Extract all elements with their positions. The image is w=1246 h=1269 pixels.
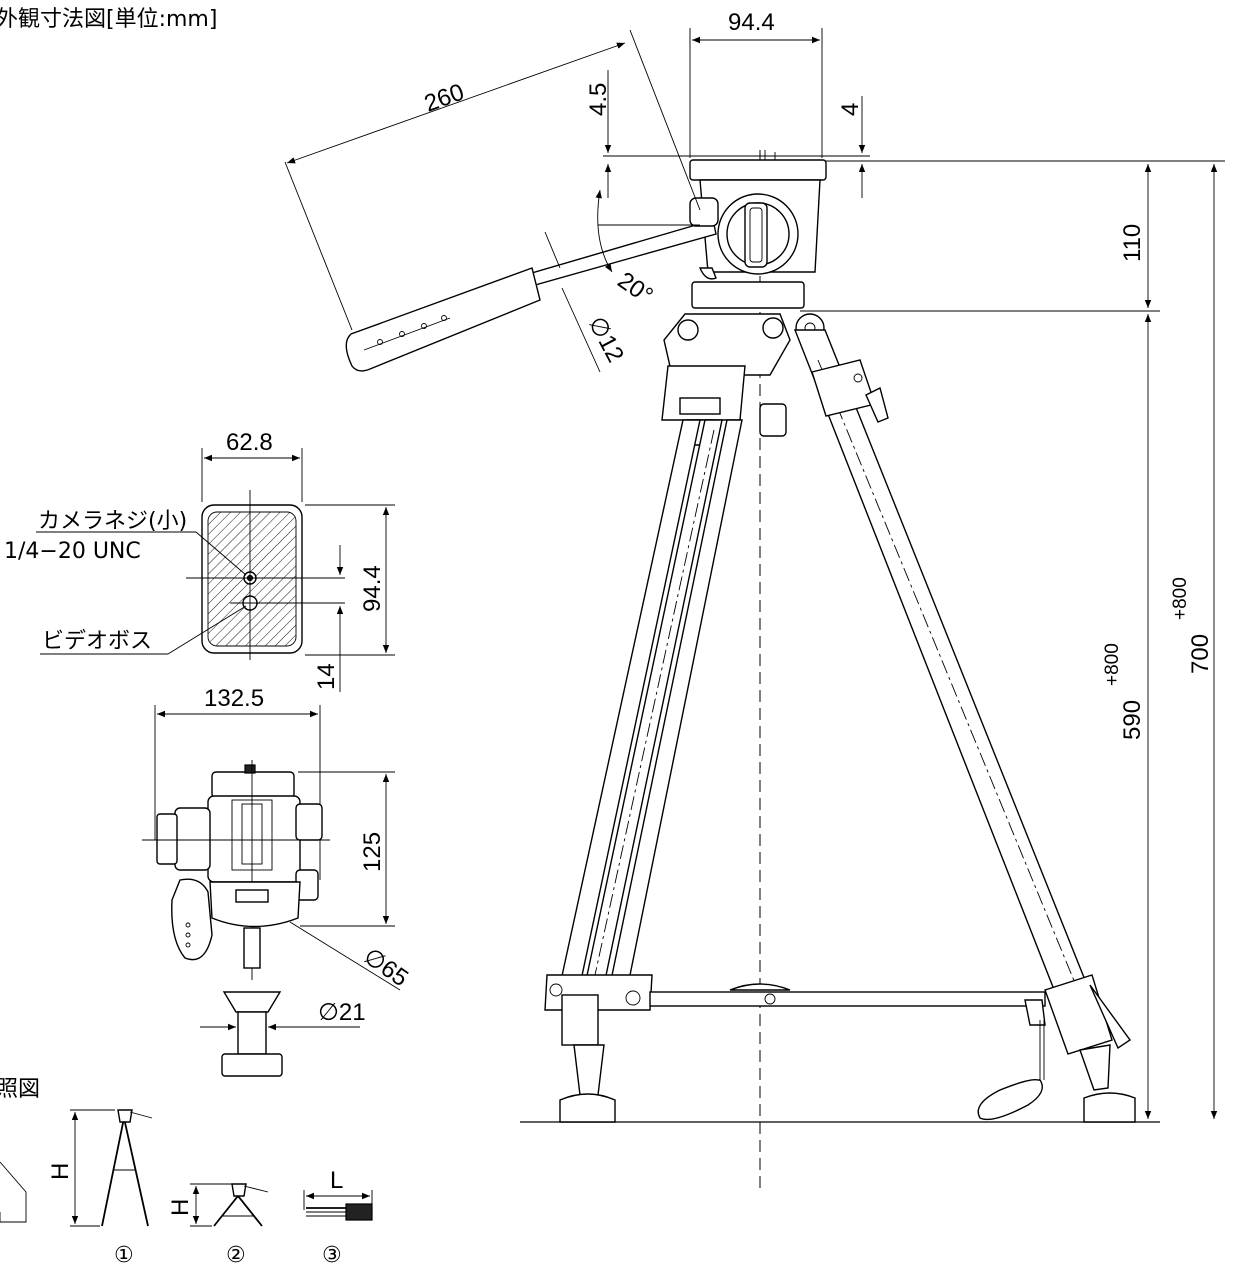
dim-head-width: 94.4	[728, 9, 775, 36]
dim-handle-length: 260	[421, 79, 468, 118]
reference-number-2: ②	[226, 1243, 246, 1268]
tripod-front-view	[345, 150, 1160, 1190]
reference-figure-3: L ③	[303, 1167, 373, 1268]
dim-handle-diameter: ∅12	[583, 312, 629, 367]
dim-screw-offset: 14	[313, 663, 340, 690]
reference-title: 照図	[0, 1077, 40, 1102]
dim-plate-length: 94.4	[359, 565, 386, 612]
quick-release-plate	[689, 159, 827, 181]
reference-h-1: H	[47, 1163, 74, 1180]
dim-height-2-base: 700	[1187, 634, 1214, 674]
plate-top-view: 62.8 94.4 14 カメラネジ(小) 1/4−20 UNC ビデオボス	[4, 429, 395, 692]
panning-handle	[345, 197, 719, 372]
leg-spreader	[649, 983, 1046, 1121]
head-side-view: 132.5 125 ∅65 ∅21	[142, 685, 413, 1077]
reference-l: L	[330, 1167, 343, 1194]
reference-figure-2: H ②	[167, 1183, 269, 1268]
left-foot	[544, 974, 653, 1123]
pan-tilt-head	[691, 179, 821, 309]
reference-number-3: ③	[322, 1243, 342, 1268]
right-leg	[793, 329, 1136, 1123]
reference-h-2: H	[167, 1199, 194, 1216]
dim-head-side-height: 125	[359, 832, 386, 872]
dim-height-2-extension: +800	[1170, 577, 1191, 620]
dim-plate-width: 62.8	[226, 429, 273, 456]
drawing-title: 外観寸法図[単位:mm]	[0, 7, 217, 32]
reference-diagrams: 照図 H ① H ②	[0, 1077, 373, 1268]
main-dimensions: 94.4 4.5 4 260 20° ∅12 110 590 +800	[284, 9, 1225, 1119]
dim-tilt-angle: 20°	[613, 267, 658, 310]
dim-plate-offset: 4.5	[585, 83, 612, 116]
label-camera-screw: カメラネジ(小)	[38, 509, 187, 534]
label-screw-spec: 1/4−20 UNC	[4, 539, 141, 564]
reference-number-1: ①	[114, 1243, 134, 1268]
left-leg	[559, 419, 743, 986]
dim-height-1-base: 590	[1119, 700, 1146, 740]
dim-stem-diameter: ∅21	[318, 999, 366, 1026]
dim-top-offset: 4	[837, 103, 864, 116]
dim-head-height: 110	[1119, 224, 1146, 262]
reference-figure-1: H ①	[47, 1109, 153, 1268]
dim-base-diameter: ∅65	[359, 943, 413, 992]
dim-height-1-extension: +800	[1102, 643, 1123, 686]
dim-head-side-width: 132.5	[204, 685, 264, 712]
label-video-boss: ビデオボス	[42, 629, 152, 654]
